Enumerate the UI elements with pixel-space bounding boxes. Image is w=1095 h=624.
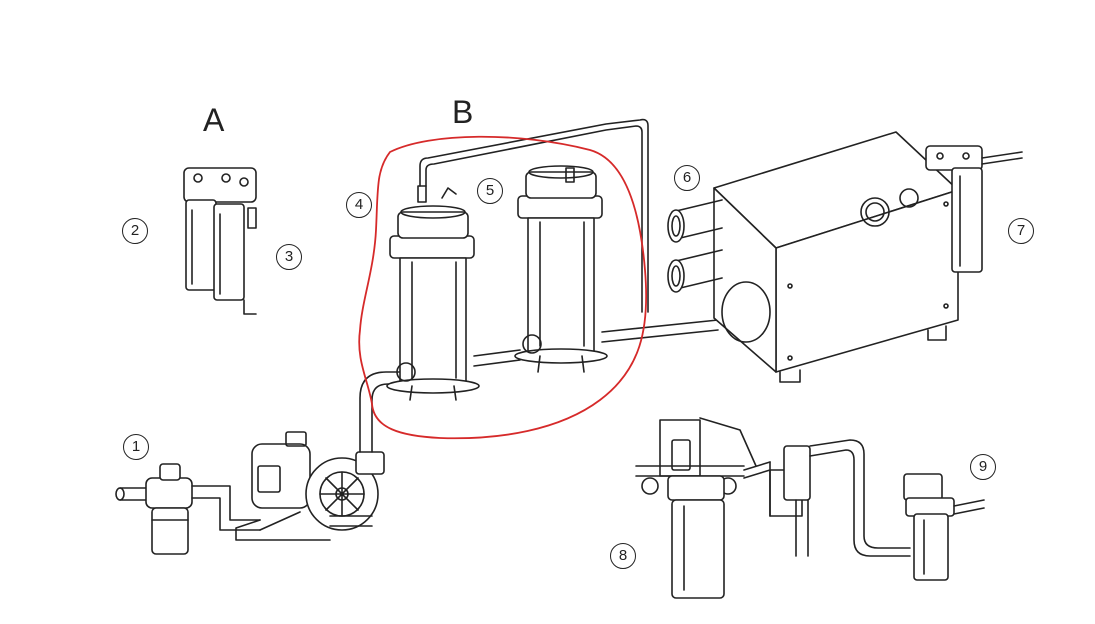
membrane-housings <box>667 199 723 293</box>
callout-6: 6 <box>674 165 700 191</box>
callout-1: 1 <box>123 434 149 460</box>
flow-meter-panel <box>743 439 911 557</box>
callout-4: 4 <box>346 192 372 218</box>
callout-7: 7 <box>1008 218 1034 244</box>
callout-5: 5 <box>477 178 503 204</box>
callout-2: 2 <box>122 218 148 244</box>
pre-strainer <box>115 463 261 555</box>
final-filter <box>903 473 985 581</box>
section-label-b: B <box>452 94 474 130</box>
media-filter-right <box>514 165 608 373</box>
callout-9: 9 <box>970 454 996 480</box>
post-filter-unit <box>925 145 1023 273</box>
media-filter-left <box>386 185 480 401</box>
carbon-filter-assembly <box>635 417 757 599</box>
dual-filter-housing <box>183 167 257 315</box>
callout-3: 3 <box>276 244 302 270</box>
feed-pump <box>235 431 385 541</box>
filter-interconnect-pipes <box>419 118 719 367</box>
highlight-outline-b <box>358 135 648 440</box>
ro-unit <box>713 131 959 383</box>
callout-8: 8 <box>610 543 636 569</box>
section-label-a: A <box>203 102 225 138</box>
